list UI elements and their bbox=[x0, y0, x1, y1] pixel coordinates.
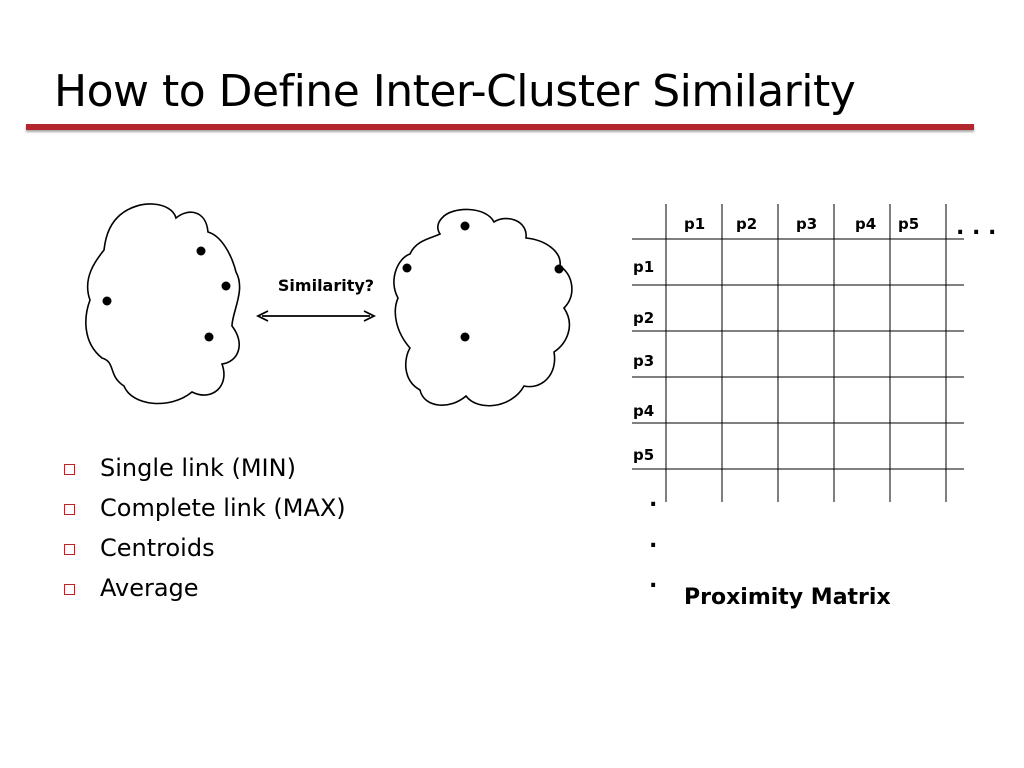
matrix-row-ellipsis: . bbox=[649, 568, 657, 593]
point bbox=[460, 332, 470, 342]
matrix-row-header: p5 bbox=[633, 446, 654, 464]
cluster-left-outline bbox=[85, 203, 241, 405]
point bbox=[102, 296, 112, 306]
point bbox=[204, 332, 214, 342]
point bbox=[460, 221, 470, 231]
matrix-row-header: p1 bbox=[633, 258, 654, 276]
point bbox=[196, 246, 206, 256]
point bbox=[402, 263, 412, 273]
bullet-item: Single link (MIN) bbox=[64, 450, 346, 490]
matrix-col-header: p5 bbox=[898, 215, 919, 233]
bullet-list: Single link (MIN) Complete link (MAX) Ce… bbox=[64, 450, 346, 610]
bullet-text: Single link (MIN) bbox=[100, 454, 296, 482]
title-underline bbox=[26, 124, 974, 130]
matrix-col-ellipsis: . . . bbox=[956, 215, 996, 240]
bullet-item: Complete link (MAX) bbox=[64, 490, 346, 530]
bullet-square-icon bbox=[64, 504, 75, 515]
matrix-caption: Proximity Matrix bbox=[684, 585, 891, 610]
similarity-label: Similarity? bbox=[278, 276, 374, 295]
bullet-text: Centroids bbox=[100, 534, 215, 562]
matrix-row-header: p2 bbox=[633, 309, 654, 327]
matrix-row-header: p3 bbox=[633, 352, 654, 370]
matrix-row-ellipsis: . bbox=[649, 528, 657, 553]
matrix-col-header: p1 bbox=[684, 215, 705, 233]
cluster-right-outline bbox=[393, 208, 573, 407]
point bbox=[221, 281, 231, 291]
matrix-row-ellipsis: . bbox=[649, 487, 657, 512]
matrix-col-header: p4 bbox=[855, 215, 876, 233]
bullet-square-icon bbox=[64, 464, 75, 475]
matrix-col-header: p3 bbox=[796, 215, 817, 233]
bullet-square-icon bbox=[64, 544, 75, 555]
point bbox=[554, 264, 564, 274]
matrix-row-header: p4 bbox=[633, 402, 654, 420]
matrix-col-header: p2 bbox=[736, 215, 757, 233]
bullet-text: Complete link (MAX) bbox=[100, 494, 346, 522]
bullet-item: Average bbox=[64, 570, 346, 610]
bullet-text: Average bbox=[100, 574, 199, 602]
double-arrow bbox=[255, 310, 377, 322]
bullet-item: Centroids bbox=[64, 530, 346, 570]
page-title: How to Define Inter-Cluster Similarity bbox=[54, 66, 856, 117]
bullet-square-icon bbox=[64, 584, 75, 595]
proximity-matrix-grid bbox=[632, 204, 964, 502]
